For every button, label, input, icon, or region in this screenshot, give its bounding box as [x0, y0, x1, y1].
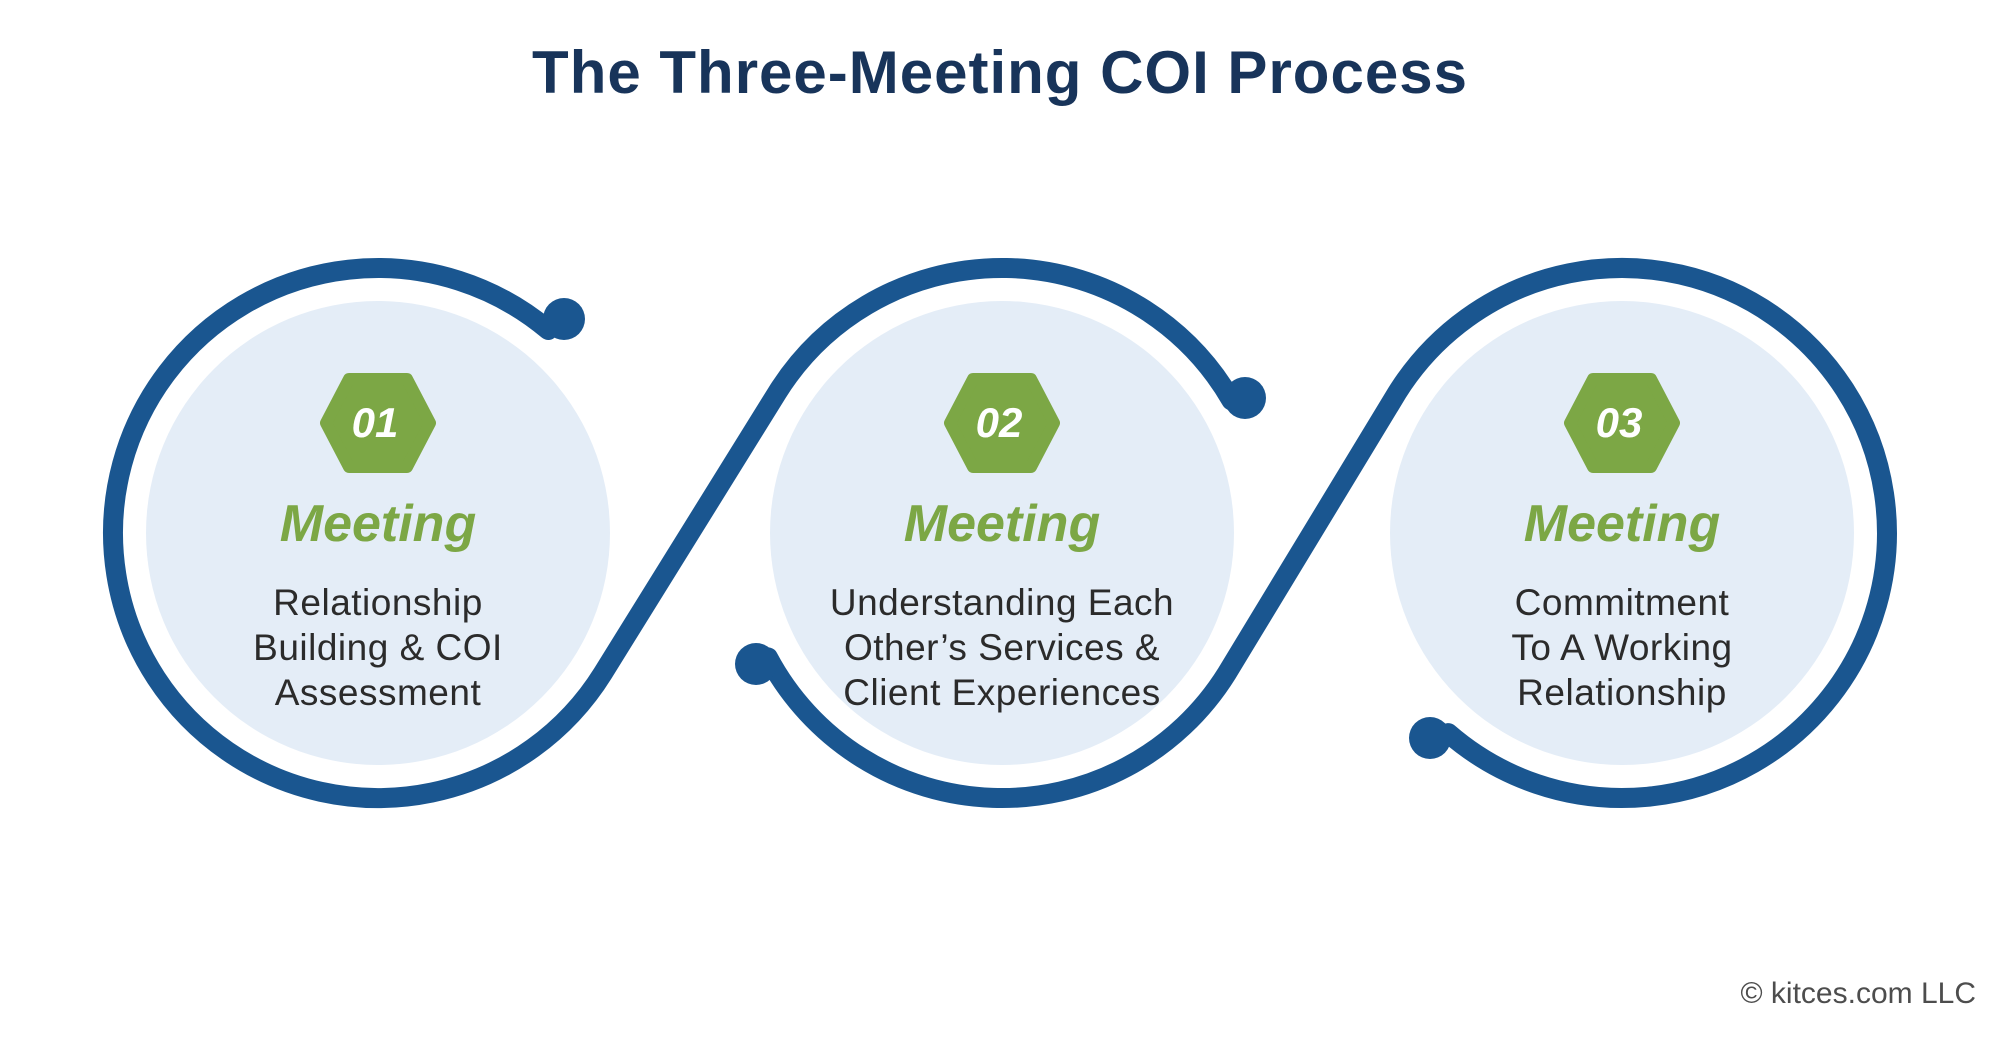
- step-2-label: Meeting: [903, 495, 1101, 553]
- page-title: The Three-Meeting COI Process: [532, 39, 1468, 106]
- step-1: 01 Meeting Relationship Building & COI A…: [146, 301, 610, 765]
- step-3-hexagon-badge: 03: [1564, 373, 1680, 473]
- step-3-number: 03: [1595, 399, 1643, 446]
- step-3-description: Commitment To A Working Relationship: [1511, 582, 1733, 713]
- hexagon-icon: [944, 373, 1060, 473]
- connector-path-2: [758, 258, 1897, 809]
- hexagon-icon: [1564, 373, 1680, 473]
- step-1-number: 01: [351, 399, 399, 446]
- connector-path-1: [103, 257, 1242, 809]
- step-1-label: Meeting: [279, 495, 477, 553]
- connector-endpoint-dot-3: [735, 643, 777, 685]
- step-2-background-circle: [770, 301, 1234, 765]
- step-2: 02 Meeting Understanding Each Other’s Se…: [770, 301, 1234, 765]
- step-2-hexagon-badge: 02: [944, 373, 1060, 473]
- connector-endpoint-dot-2: [1224, 377, 1266, 419]
- step-3: 03 Meeting Commitment To A Working Relat…: [1390, 301, 1854, 765]
- step-1-background-circle: [146, 301, 610, 765]
- hexagon-icon: [320, 373, 436, 473]
- step-1-hexagon-badge: 01: [320, 373, 436, 473]
- step-3-label: Meeting: [1523, 495, 1721, 553]
- step-2-description: Understanding Each Other’s Services & Cl…: [829, 582, 1175, 713]
- copyright-notice: © kitces.com LLC: [1740, 977, 1976, 1010]
- step-2-number: 02: [975, 399, 1023, 446]
- connector-endpoint-dot-1: [543, 298, 585, 340]
- step-1-description: Relationship Building & COI Assessment: [253, 582, 503, 713]
- step-3-background-circle: [1390, 301, 1854, 765]
- connector-endpoint-dot-4: [1409, 717, 1451, 759]
